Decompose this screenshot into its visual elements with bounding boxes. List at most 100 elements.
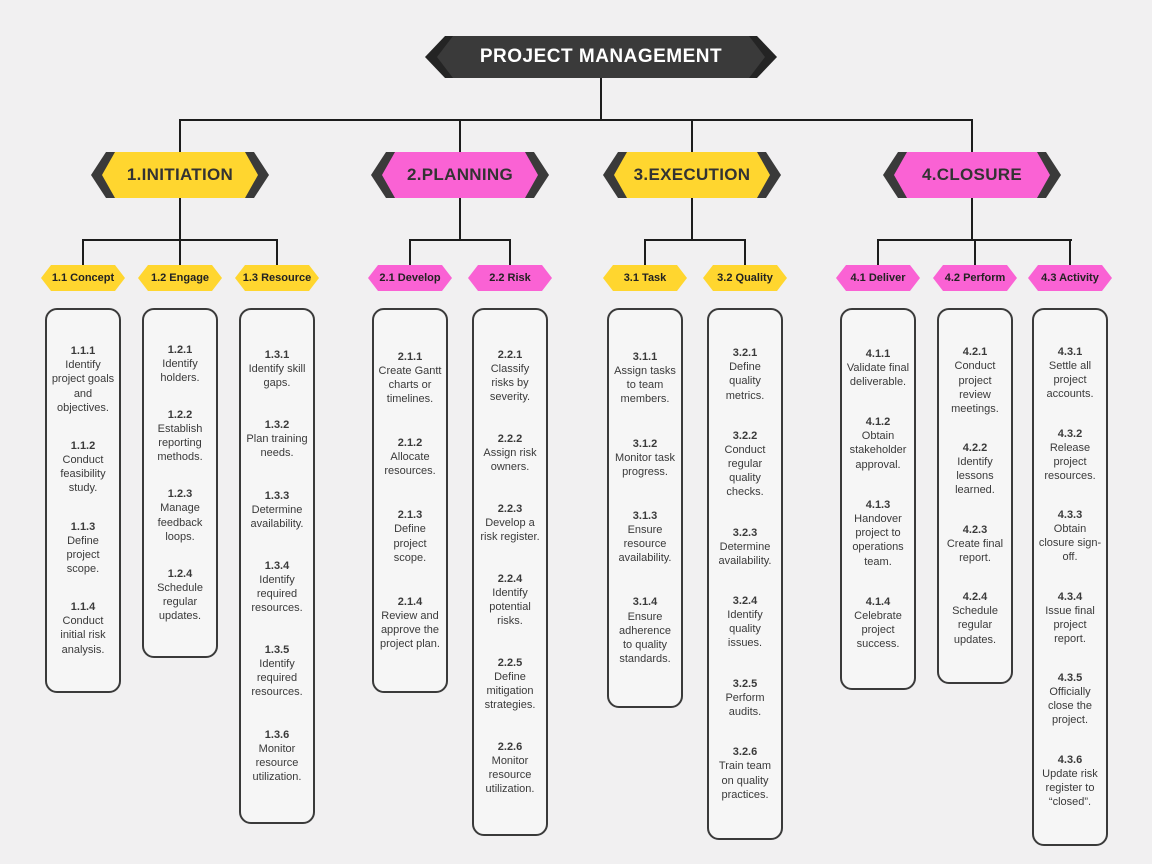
task-text: Monitor resource utilization. — [252, 742, 302, 783]
connector-line — [509, 239, 511, 266]
task-text: Define quality metrics. — [725, 361, 765, 402]
connector-line — [971, 197, 973, 241]
phase-node-initiation: 1.INITIATION — [91, 152, 269, 198]
task-number: 1.2.1 — [167, 343, 193, 356]
task-number: 4.2.2 — [962, 442, 988, 455]
phase-label: 4.CLOSURE — [922, 165, 1022, 184]
task-text: Conduct initial risk analysis. — [60, 615, 106, 656]
arrow-body: 1.INITIATION — [102, 152, 258, 198]
task-text: Allocate resources. — [384, 451, 436, 478]
task-number: 1.3.4 — [264, 559, 290, 572]
task-text: Obtain closure sign-off. — [1038, 523, 1102, 564]
task-number: 3.2.1 — [732, 347, 758, 360]
connector-line — [691, 119, 693, 153]
task-number: 3.2.4 — [732, 595, 758, 608]
task-text: Define project scope. — [66, 534, 100, 575]
task-text: Obtain stakeholder approval. — [849, 430, 907, 471]
connector-line — [179, 197, 181, 241]
task-number: 1.3.2 — [264, 419, 290, 432]
task-text: Define mitigation strategies. — [484, 670, 536, 712]
subcategory-2-1-develop: 2.1 Develop — [368, 265, 452, 291]
task-number: 2.2.3 — [497, 502, 523, 515]
task-number: 2.1.4 — [397, 595, 423, 608]
task-text: Manage feedback loops. — [157, 502, 203, 543]
phase-node-closure: 4.CLOSURE — [883, 152, 1061, 198]
task-text: Update risk register to “closed”. — [1042, 767, 1098, 808]
task-text: Classify risks by severity. — [489, 362, 531, 403]
subcategory-1-3-resource: 1.3 Resource — [235, 265, 319, 291]
task-number: 3.1.2 — [632, 437, 658, 450]
connector-line — [691, 197, 693, 241]
phase-label: 3.EXECUTION — [633, 165, 751, 184]
phase-node-planning: 2.PLANNING — [371, 152, 549, 198]
connector-line — [179, 119, 181, 153]
task-number: 2.2.1 — [497, 348, 523, 361]
arrow-body: 3.EXECUTION — [614, 152, 770, 198]
task-number: 4.3.1 — [1057, 346, 1083, 359]
subcategory-label: 2.1 Develop — [379, 272, 441, 284]
task-text: Schedule regular updates. — [952, 605, 998, 646]
task-text: Settle all project accounts. — [1046, 360, 1094, 401]
task-text: Develop a risk register. — [480, 516, 540, 543]
task-number: 1.1.1 — [70, 345, 96, 358]
task-number: 3.1.4 — [632, 596, 658, 609]
subcategory-4-2-perform: 4.2 Perform — [933, 265, 1017, 291]
task-text: Ensure resource availability. — [618, 524, 672, 565]
task-text: Handover project to operations team. — [852, 513, 904, 568]
task-number: 2.1.2 — [397, 437, 423, 450]
subcategory-label: 2.2 Risk — [489, 272, 531, 284]
task-number: 3.2.3 — [732, 526, 758, 539]
task-number: 2.1.1 — [397, 350, 423, 363]
task-text: Identify required resources. — [251, 573, 303, 615]
task-number: 1.2.4 — [167, 567, 193, 580]
task-text: Issue final project report. — [1045, 604, 1095, 645]
subcategory-3-1-task: 3.1 Task — [603, 265, 687, 291]
task-text: Determine availability. — [718, 540, 772, 567]
task-number: 2.2.2 — [497, 432, 523, 445]
phase-label: 2.PLANNING — [407, 165, 513, 184]
connector-line — [600, 78, 602, 121]
phase-label: 1.INITIATION — [126, 165, 234, 184]
task-number: 2.2.4 — [497, 572, 523, 585]
task-text: Identify quality issues. — [727, 609, 763, 650]
subcategory-label: 3.1 Task — [623, 272, 667, 284]
connector-line — [179, 239, 181, 266]
connector-line — [974, 239, 976, 266]
subcategory-2-2-risk: 2.2 Risk — [468, 265, 552, 291]
task-number: 2.2.5 — [497, 656, 523, 669]
connector-line — [409, 239, 411, 266]
task-number: 1.3.1 — [264, 349, 290, 362]
connector-line — [644, 239, 746, 241]
task-number: 2.2.6 — [497, 740, 523, 753]
task-text: Celebrate project success. — [854, 610, 902, 651]
task-number: 4.2.1 — [962, 346, 988, 359]
task-text: Create final report. — [946, 537, 1004, 564]
connector-line — [82, 239, 84, 266]
task-number: 1.2.2 — [167, 409, 193, 422]
